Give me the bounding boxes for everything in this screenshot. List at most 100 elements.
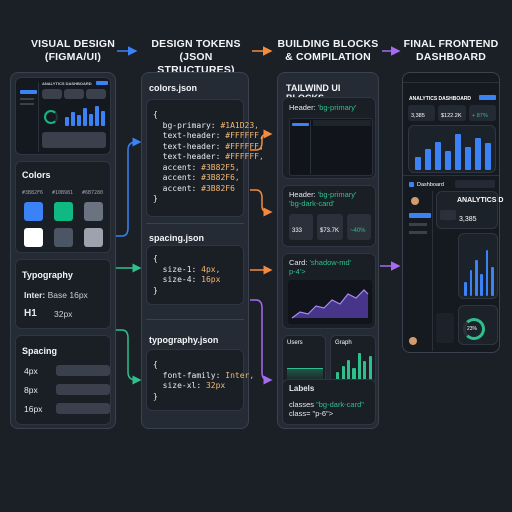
connector-spacing xyxy=(116,329,142,385)
code-line: } xyxy=(153,392,254,403)
header-class-2: 'bg-dark-card' xyxy=(289,199,335,208)
spacing-json-block: { size-1: 4px, size-4: 16px} xyxy=(146,245,244,305)
swatch-green xyxy=(54,202,73,221)
final-dashboard-panel: ANALYTICS DASHBOARD 3,385 $122.2K + 87% … xyxy=(402,72,503,353)
chart-bar xyxy=(485,143,491,170)
code-value: #FFFFFF, xyxy=(225,152,264,161)
font-base-size: Base 16px xyxy=(47,290,88,300)
color-code: #3B82F6 xyxy=(22,190,44,196)
code-value: #FFFFFF, xyxy=(225,141,264,151)
graph-label: Graph xyxy=(335,340,352,346)
area-chart xyxy=(288,280,372,324)
typography-json-code: { font-family: Inter, size-xl: 32px} xyxy=(153,360,254,402)
code-value: 4px, xyxy=(201,264,221,274)
code-line: accent: #3B82F5, xyxy=(153,163,264,174)
chart-bar xyxy=(474,260,478,296)
final-main-chart xyxy=(408,125,496,173)
stat-value: $73.7K xyxy=(320,228,340,234)
header-block-2: Header: 'bg-primary' 'bg-dark-card' 333 … xyxy=(282,185,376,247)
blocks-panel: TAILWIND UI BLOCKS Header: 'bg-primary' … xyxy=(277,72,379,429)
colors-section: Colors #3B82F6 #10B981 #6B7280 xyxy=(15,161,111,253)
stat-value: ~40% xyxy=(350,228,366,234)
code-key: text-header: xyxy=(153,131,226,140)
chart-bar xyxy=(435,141,441,170)
final-growth-card: 23% xyxy=(458,305,498,345)
code-line: text-header: #FFFFFF, xyxy=(153,152,264,163)
colors-json-title: colors.json xyxy=(149,83,198,93)
chart-bar xyxy=(465,147,471,170)
final-growth-value: 23% xyxy=(467,326,478,332)
code-line: } xyxy=(153,194,264,205)
typography-json-title: typography.json xyxy=(149,335,219,345)
classes-prefix: classes xyxy=(289,400,317,409)
classes-text: classes "bg-dark-card" class= "p-6"> xyxy=(289,400,364,418)
spacing-label: 8px xyxy=(24,385,38,395)
swatch-blue xyxy=(24,202,43,221)
card-block: Card: 'shadow-md' p-4'> xyxy=(282,253,376,329)
code-line: { xyxy=(153,360,254,371)
chart-bar xyxy=(71,111,75,126)
swatch-dark-gray xyxy=(54,228,73,247)
chart-bar xyxy=(65,117,69,126)
stage-header-line: FINAL FRONTEND xyxy=(403,38,499,50)
chart-bar xyxy=(83,108,87,126)
spacing-bar xyxy=(56,365,110,376)
typography-json-block: { font-family: Inter, size-xl: 32px} xyxy=(146,349,254,411)
classes-value: "bg-dark-card" xyxy=(316,400,364,409)
mock-dashboard: ANALYTICS DASHBOARD xyxy=(15,77,111,155)
tokens-panel: colors.json { bg-primary: #1A1D23, text-… xyxy=(141,72,264,429)
code-key: size-xl: xyxy=(153,381,206,390)
spacing-label: 4px xyxy=(24,366,38,376)
chart-bar xyxy=(363,361,367,382)
header-prefix: Header: xyxy=(289,103,318,112)
code-line: size-4: 16px xyxy=(153,275,221,286)
swatch-gray xyxy=(84,202,103,221)
stage-header-building-blocks: BUILDING BLOCKS & COMPILATION xyxy=(274,38,382,64)
header-block-1: Header: 'bg-primary' xyxy=(282,97,376,179)
code-line: accent: #3B82F6, xyxy=(153,173,264,184)
font-spec: Inter: Base 16px xyxy=(24,290,88,300)
code-value: #FFFFFF, xyxy=(225,131,264,140)
code-key: accent: xyxy=(153,183,202,193)
code-key: accent: xyxy=(153,162,202,172)
dashboard-nav-label: Dashboard xyxy=(417,182,444,188)
header-block-label: Header: 'bg-primary' xyxy=(289,103,357,112)
typography-title: Typography xyxy=(22,270,73,280)
stage-header-line: (FIGMA/UI) xyxy=(44,51,102,63)
code-line: font-family: Inter, xyxy=(153,370,255,382)
chart-bar xyxy=(480,274,484,296)
spacing-bar xyxy=(56,384,110,395)
code-value: #3B82F5, xyxy=(201,162,240,172)
code-key: bg-primary: xyxy=(153,120,221,130)
code-value: #3B82F6, xyxy=(201,173,240,182)
chart-bar xyxy=(425,149,431,170)
classes-value-2: class= "p-6"> xyxy=(289,409,334,418)
stage-header-line: & COMPILATION xyxy=(285,51,371,63)
chart-bar xyxy=(336,372,340,382)
code-line: { xyxy=(153,110,264,121)
stat-value: 333 xyxy=(292,228,303,234)
code-line: accent: #3B82F6 xyxy=(153,184,264,195)
swatch-white xyxy=(24,228,43,247)
chart-bar xyxy=(445,151,451,170)
code-key: font-family: xyxy=(153,370,226,380)
chart-bar xyxy=(490,267,494,296)
code-key: accent: xyxy=(153,173,202,182)
spacing-label: 16px xyxy=(24,404,43,414)
code-value: #1A1D23, xyxy=(220,120,259,130)
code-key: } xyxy=(153,285,158,295)
code-value: Inter, xyxy=(225,370,255,380)
spacing-json-title: spacing.json xyxy=(149,233,205,243)
final-analytics-card: ANALYTICS D 3,385 xyxy=(436,191,503,229)
final-card-title: ANALYTICS D xyxy=(457,197,504,204)
stage-header-line: DASHBOARD xyxy=(415,51,487,63)
mock-bar-chart xyxy=(64,104,106,126)
labels-title: Labels xyxy=(289,384,315,393)
code-key: { xyxy=(153,254,158,263)
card-class: 'shadow-md' xyxy=(309,258,352,267)
typography-section: Typography Inter: Base 16px H1 32px xyxy=(15,259,111,329)
color-code: #6B7280 xyxy=(82,190,104,196)
code-value: 32px xyxy=(205,381,226,390)
labels-block: Labels classes "bg-dark-card" class= "p-… xyxy=(282,379,376,425)
stage-header-final-dashboard: FINAL FRONTEND DASHBOARD xyxy=(398,38,504,64)
